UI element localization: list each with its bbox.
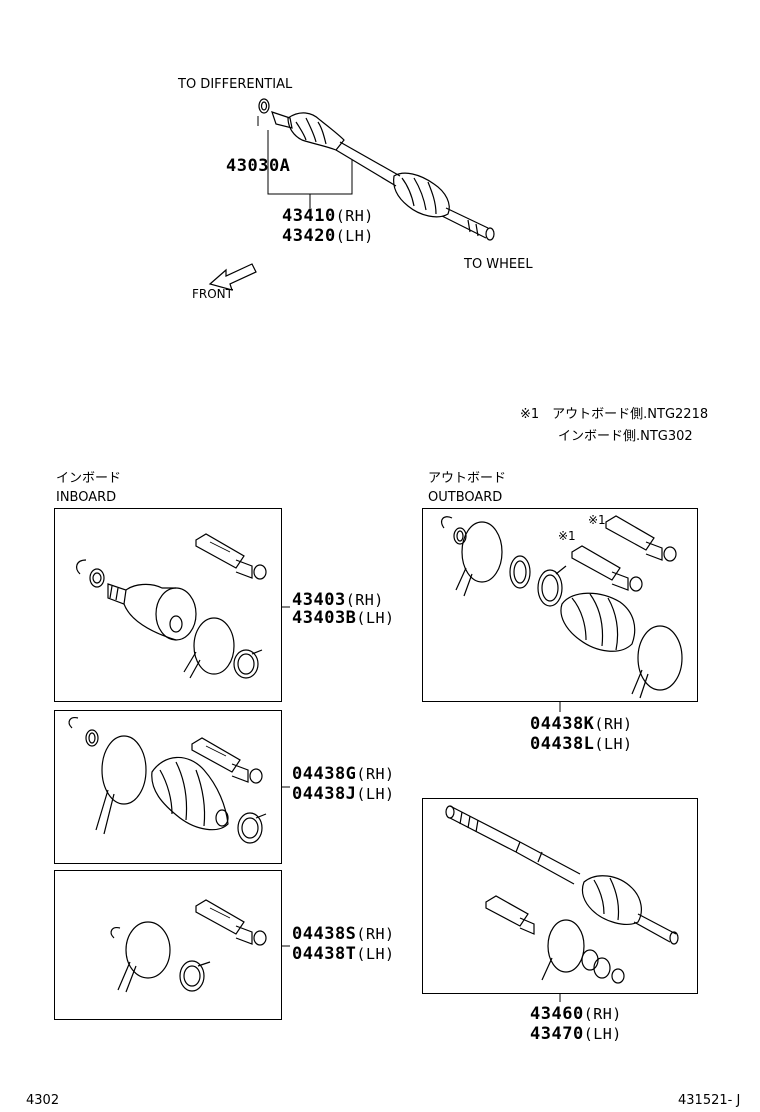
drive-shaft-assembly [257, 98, 495, 241]
part-number: 43403B [292, 608, 357, 628]
outboard-shaft-drawing [445, 805, 679, 984]
part-number-04438s-rh: 04438S(RH) [292, 926, 395, 943]
part-number: 04438K [530, 714, 595, 734]
side-suffix: (RH) [356, 925, 395, 943]
note-line-1: ※1 アウトボード側.NTG2218 [520, 407, 709, 422]
part-number-43470-lh: 43470(LH) [530, 1026, 622, 1043]
front-arrow-icon [208, 263, 257, 291]
part-number-43410-rh: 43410(RH) [282, 208, 374, 225]
note-line-2: インボード側.NTG302 [558, 429, 693, 444]
front-label: FRONT [192, 287, 233, 301]
part-number-04438l-lh: 04438L(LH) [530, 736, 633, 753]
side-suffix: (LH) [594, 735, 633, 753]
part-number-43420-lh: 43420(LH) [282, 228, 374, 245]
part-number-04438t-lh: 04438T(LH) [292, 946, 395, 963]
outboard-boot-kit-drawing [440, 515, 683, 699]
inboard-boot-kit-drawing [68, 717, 267, 844]
inboard-header-en: INBOARD [56, 490, 117, 505]
outboard-boot-kit-box [422, 508, 698, 702]
part-number-43460-rh: 43460(RH) [530, 1006, 622, 1023]
part-number: 04438S [292, 924, 357, 944]
part-number: 43460 [530, 1004, 584, 1024]
part-number: 04438G [292, 764, 357, 784]
part-number-04438k-rh: 04438K(RH) [530, 716, 633, 733]
part-number-04438g-rh: 04438G(RH) [292, 766, 395, 783]
part-number: 43403 [292, 590, 346, 610]
inboard-band-kit-drawing [110, 899, 267, 993]
side-suffix: (RH) [345, 591, 384, 609]
side-suffix: (LH) [356, 785, 395, 803]
inboard-band-kit-box [54, 870, 282, 1020]
inboard-boot-kit-box [54, 710, 282, 864]
part-number: 04438J [292, 784, 357, 804]
side-suffix: (RH) [356, 765, 395, 783]
part-number: 43420 [282, 226, 336, 246]
outboard-header-jp: アウトボード [428, 471, 507, 486]
note-mark-1: ※1 [558, 529, 576, 543]
side-suffix: (LH) [583, 1025, 622, 1043]
part-number-04438j-lh: 04438J(LH) [292, 786, 395, 803]
inboard-header-jp: インボード [56, 471, 122, 486]
part-number-43403b-lh: 43403B(LH) [292, 610, 395, 627]
part-number-43030a: 43030A [226, 156, 291, 176]
outboard-shaft-box [422, 798, 698, 994]
outboard-header-en: OUTBOARD [428, 490, 503, 505]
part-number: 04438T [292, 944, 357, 964]
inboard-joint-kit-box [54, 508, 282, 702]
part-number: 43470 [530, 1024, 584, 1044]
side-suffix: (LH) [356, 609, 395, 627]
inboard-joint-kit-drawing [76, 533, 267, 679]
part-number-43403-rh: 43403(RH) [292, 592, 384, 609]
note-mark-2: ※1 [588, 513, 606, 527]
side-suffix: (LH) [335, 227, 374, 245]
to-wheel-label: TO WHEEL [464, 257, 533, 272]
side-suffix: (RH) [335, 207, 374, 225]
leader-lines [282, 606, 561, 1002]
footer-drawing-id: 431521- J [678, 1093, 741, 1108]
footer-page-code: 4302 [26, 1093, 60, 1108]
part-number: 43410 [282, 206, 336, 226]
side-suffix: (LH) [356, 945, 395, 963]
part-number: 04438L [530, 734, 595, 754]
side-suffix: (RH) [583, 1005, 622, 1023]
to-differential-label: TO DIFFERENTIAL [178, 77, 293, 92]
side-suffix: (RH) [594, 715, 633, 733]
